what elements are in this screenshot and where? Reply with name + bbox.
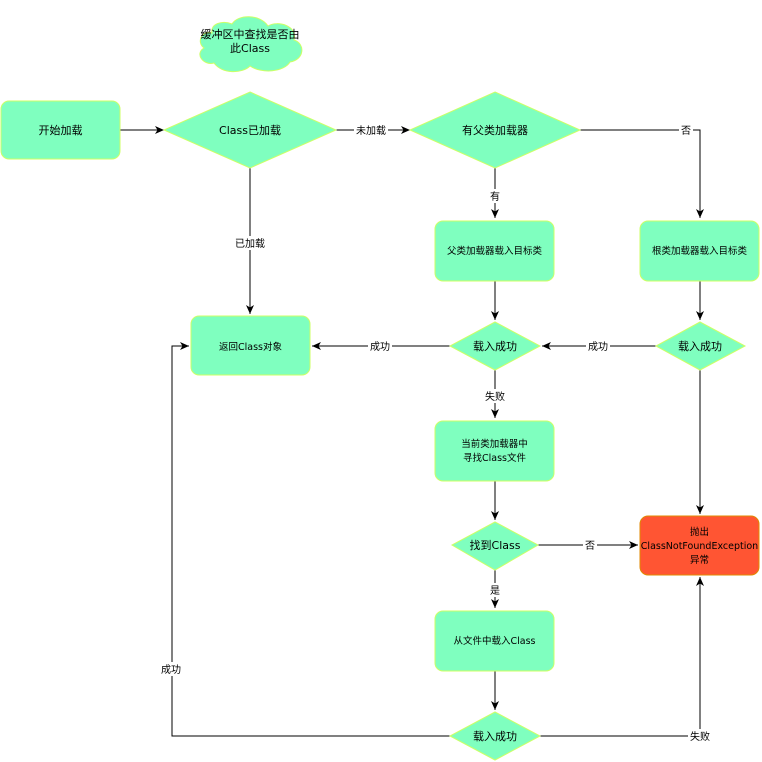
root-load-node: 根类加载器载入目标类 bbox=[639, 220, 760, 282]
edge-label-already-loaded: 已加载 bbox=[235, 238, 265, 250]
start-label: 开始加载 bbox=[39, 123, 83, 137]
edge-ok3-to-exception bbox=[540, 577, 704, 737]
load-ok-3-diamond: 载入成功 bbox=[448, 711, 542, 761]
cloud-shape bbox=[199, 16, 303, 73]
class-loaded-label: Class已加载 bbox=[219, 124, 281, 137]
found-class-diamond: 找到Class bbox=[450, 521, 540, 571]
edge-label-found-yes: 是 bbox=[490, 585, 500, 597]
edge-has-parent-to-root-load bbox=[580, 129, 704, 218]
edge-label-fail-final: 失败 bbox=[690, 730, 710, 743]
edge-label-no-parent: 否 bbox=[681, 125, 691, 137]
edge-label-success-root: 成功 bbox=[588, 341, 608, 353]
load-ok-2-label: 载入成功 bbox=[678, 340, 722, 353]
root-load-label: 根类加载器载入目标类 bbox=[652, 245, 748, 257]
exception-line3: 异常 bbox=[690, 554, 709, 566]
exception-line1: 抛出 bbox=[690, 526, 709, 538]
load-from-file-node: 从文件中载入Class bbox=[434, 610, 555, 672]
edge-labels: 未加载 否 有 已加载 成功 成功 失败 否 是 成功 失败 bbox=[158, 123, 714, 743]
edges bbox=[120, 126, 704, 737]
parent-load-node: 父类加载器载入目标类 bbox=[434, 220, 555, 282]
load-ok-1-diamond: 载入成功 bbox=[448, 321, 542, 371]
exception-line2: ClassNotFoundException bbox=[641, 541, 758, 552]
edge-label-not-found: 否 bbox=[585, 540, 595, 552]
cloud-line1: 缓冲区中查找是否由 bbox=[201, 27, 300, 41]
return-obj-label: 返回Class对象 bbox=[219, 341, 282, 353]
has-parent-diamond: 有父类加载器 bbox=[408, 91, 582, 169]
load-ok-2-diamond: 载入成功 bbox=[654, 321, 747, 371]
find-file-line2: 寻找Class文件 bbox=[463, 452, 526, 464]
edge-label-success-loop: 成功 bbox=[161, 664, 181, 676]
return-obj-node: 返回Class对象 bbox=[190, 315, 311, 376]
edge-label-not-loaded: 未加载 bbox=[356, 125, 386, 137]
edge-label-success-return: 成功 bbox=[370, 341, 390, 353]
nodes: 缓冲区中查找是否由 此Class 开始加载 Class已加载 有父类加载器 父类… bbox=[0, 16, 760, 761]
find-file-line1: 当前类加载器中 bbox=[461, 438, 528, 450]
exception-node: 抛出 ClassNotFoundException 异常 bbox=[639, 515, 760, 576]
cloud-line2: 此Class bbox=[230, 42, 270, 55]
parent-load-label: 父类加载器载入目标类 bbox=[447, 245, 543, 257]
load-ok-3-label: 载入成功 bbox=[473, 730, 517, 743]
load-ok-1-label: 载入成功 bbox=[473, 340, 517, 353]
class-loaded-diamond: Class已加载 bbox=[162, 91, 338, 169]
start-node: 开始加载 bbox=[0, 100, 121, 160]
find-file-node: 当前类加载器中 寻找Class文件 bbox=[434, 420, 555, 482]
edge-ok3-to-return bbox=[171, 342, 450, 737]
cloud-node: 缓冲区中查找是否由 此Class bbox=[199, 16, 303, 73]
edge-label-fail: 失败 bbox=[485, 390, 505, 403]
edge-label-has-parent: 有 bbox=[490, 190, 500, 203]
load-from-file-label: 从文件中载入Class bbox=[454, 635, 536, 647]
found-class-label: 找到Class bbox=[470, 538, 521, 552]
has-parent-label: 有父类加载器 bbox=[462, 123, 528, 137]
